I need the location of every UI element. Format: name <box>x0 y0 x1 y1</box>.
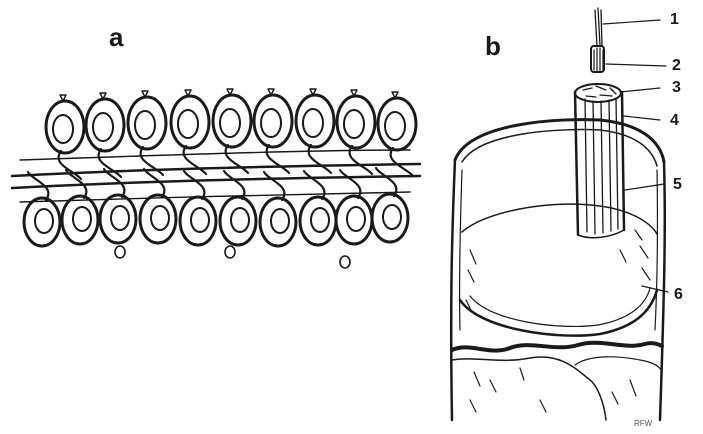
coil-loop <box>86 99 124 151</box>
panel-b-letter: b <box>485 33 501 59</box>
callout-6: 6 <box>674 287 683 303</box>
section-front-rim <box>460 290 657 336</box>
coil-loop <box>378 98 416 150</box>
callout-5: 5 <box>673 177 682 193</box>
coil-loop-inner <box>385 112 405 140</box>
coil-tail <box>309 145 331 173</box>
coil-loop-inner <box>231 208 249 232</box>
coil-loop-inner <box>93 113 113 141</box>
artist-signature: RFW <box>634 420 652 428</box>
panel-b-tube-cutaway <box>451 8 668 420</box>
coil-loop <box>213 95 251 147</box>
coil-loop <box>46 101 84 153</box>
coil-loop-inner <box>53 115 73 143</box>
coil-loop-inner <box>135 111 155 139</box>
coil-loop-inner <box>311 208 329 232</box>
tube-left-wall-inner <box>460 170 462 330</box>
coil-loop <box>296 95 334 147</box>
bundle-left <box>575 92 578 235</box>
coil-tail <box>267 145 289 173</box>
section-front-rim-inner <box>470 288 650 326</box>
callout-4: 4 <box>670 113 679 129</box>
section-back-rim <box>462 204 657 234</box>
coil-loop <box>128 97 166 149</box>
coil-bead <box>115 246 125 258</box>
panel-a-coiled-fibers <box>12 89 420 268</box>
coil-bead <box>225 246 235 258</box>
coil-loop <box>337 96 375 148</box>
coil-loop <box>336 196 372 244</box>
coil-tail <box>391 148 413 176</box>
coil-loop <box>100 195 136 243</box>
callout-2: 2 <box>672 58 681 74</box>
coil-loop <box>220 197 256 245</box>
bundle-strands <box>583 86 618 234</box>
coil-loop <box>260 198 296 246</box>
tube-rim-inner <box>462 130 657 166</box>
coil-loop-inner <box>111 206 129 230</box>
tube-right-wall-inner <box>655 170 657 330</box>
callout-3: 3 <box>672 80 681 96</box>
backbone-rail <box>12 164 420 176</box>
panel-a-letter: a <box>109 24 123 50</box>
coil-loop-inner <box>347 207 365 231</box>
coil-loop <box>171 96 209 148</box>
coil-loop-inner <box>35 209 53 233</box>
coil-loop <box>140 195 176 243</box>
coil-loop-inner <box>261 109 281 137</box>
coil-bead <box>340 256 350 268</box>
coil-loop <box>180 197 216 245</box>
tube-band <box>452 343 662 351</box>
coil-loop <box>300 197 336 245</box>
coil-loop <box>24 198 60 246</box>
bundle-base <box>578 230 624 238</box>
wall-hatching <box>466 230 650 412</box>
small-strand-lines <box>594 48 603 71</box>
coil-loop-inner <box>344 110 364 138</box>
fibril <box>595 8 602 46</box>
coil-tail <box>184 171 204 199</box>
coil-loop <box>372 194 408 242</box>
tube-left-wall <box>451 160 455 420</box>
coil-loop-inner <box>191 208 209 232</box>
coil-loop-inner <box>151 206 169 230</box>
coil-loop-inner <box>220 109 240 137</box>
coil-loop <box>62 196 98 244</box>
coil-tail <box>224 171 244 199</box>
coil-loop-inner <box>303 109 323 137</box>
coil-loop-inner <box>271 209 289 233</box>
coil-loop <box>254 95 292 147</box>
leader-lines <box>603 20 668 292</box>
bundle-right <box>622 92 624 230</box>
tube-rim <box>455 120 664 162</box>
callout-1: 1 <box>670 12 679 28</box>
coil-loop-inner <box>383 205 401 229</box>
coil-loop-inner <box>73 207 91 231</box>
tube-band-lower-2 <box>575 357 662 372</box>
coil-loop-inner <box>178 110 198 138</box>
